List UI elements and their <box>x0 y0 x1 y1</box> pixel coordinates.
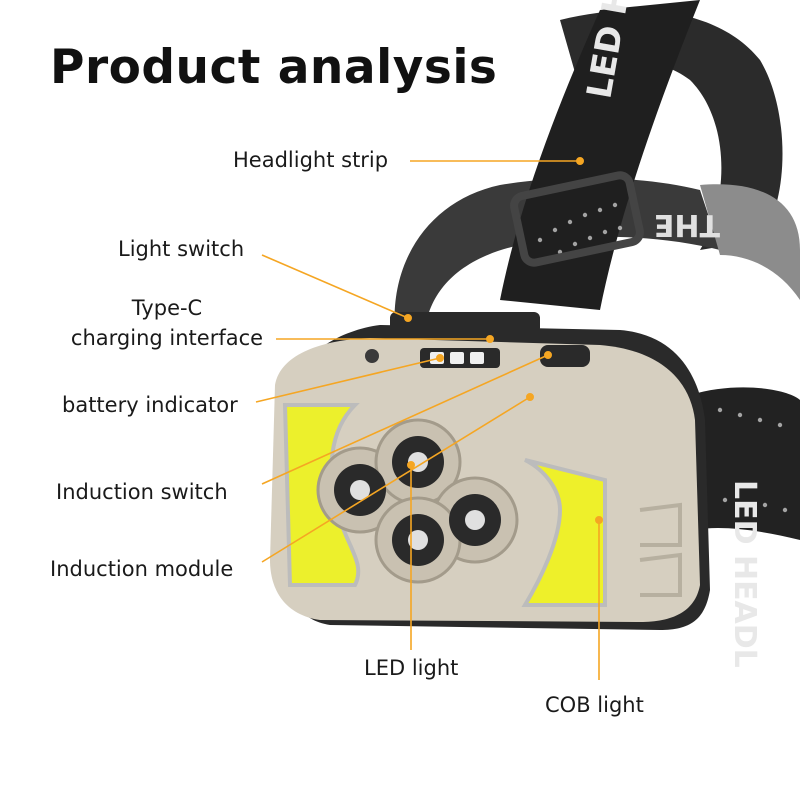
label-headlight-strip: Headlight strip <box>233 148 389 172</box>
strap-print-back: THE <box>654 207 720 242</box>
strap-print-lower: LED HEADL <box>727 480 762 668</box>
label-cob-light: COB light <box>545 693 644 717</box>
headlamp-body <box>270 312 710 630</box>
label-type-c: Type-C charging interface <box>62 293 272 353</box>
callout-lines <box>255 157 603 680</box>
headband-strap: LED HEAD THE LED HEADL <box>394 0 800 668</box>
page-title: Product analysis <box>50 40 498 95</box>
label-battery-indicator: battery indicator <box>62 393 238 417</box>
label-led-light: LED light <box>364 656 459 680</box>
label-type-c-line1: Type-C <box>131 296 203 320</box>
label-type-c-line2: charging interface <box>70 326 264 350</box>
label-light-switch: Light switch <box>118 237 245 261</box>
label-induction-module: Induction module <box>50 557 234 581</box>
label-induction-switch: Induction switch <box>56 480 228 504</box>
